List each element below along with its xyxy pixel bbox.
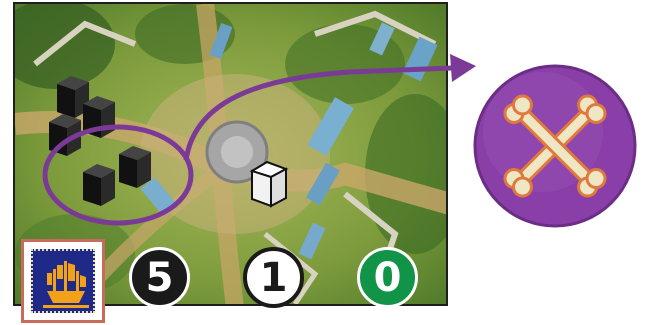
black-counter-value: 5	[146, 255, 174, 301]
white-counter-value: 1	[260, 255, 288, 301]
white-counter: 1	[243, 247, 304, 308]
green-counter: 0	[357, 247, 418, 308]
green-counter-value: 0	[374, 255, 402, 301]
black-counter: 5	[129, 247, 190, 308]
ship-tile-face	[31, 249, 95, 313]
ship-tile-card[interactable]	[21, 239, 105, 323]
crossed-bones-token[interactable]	[473, 64, 637, 228]
ship-icon	[33, 251, 99, 317]
